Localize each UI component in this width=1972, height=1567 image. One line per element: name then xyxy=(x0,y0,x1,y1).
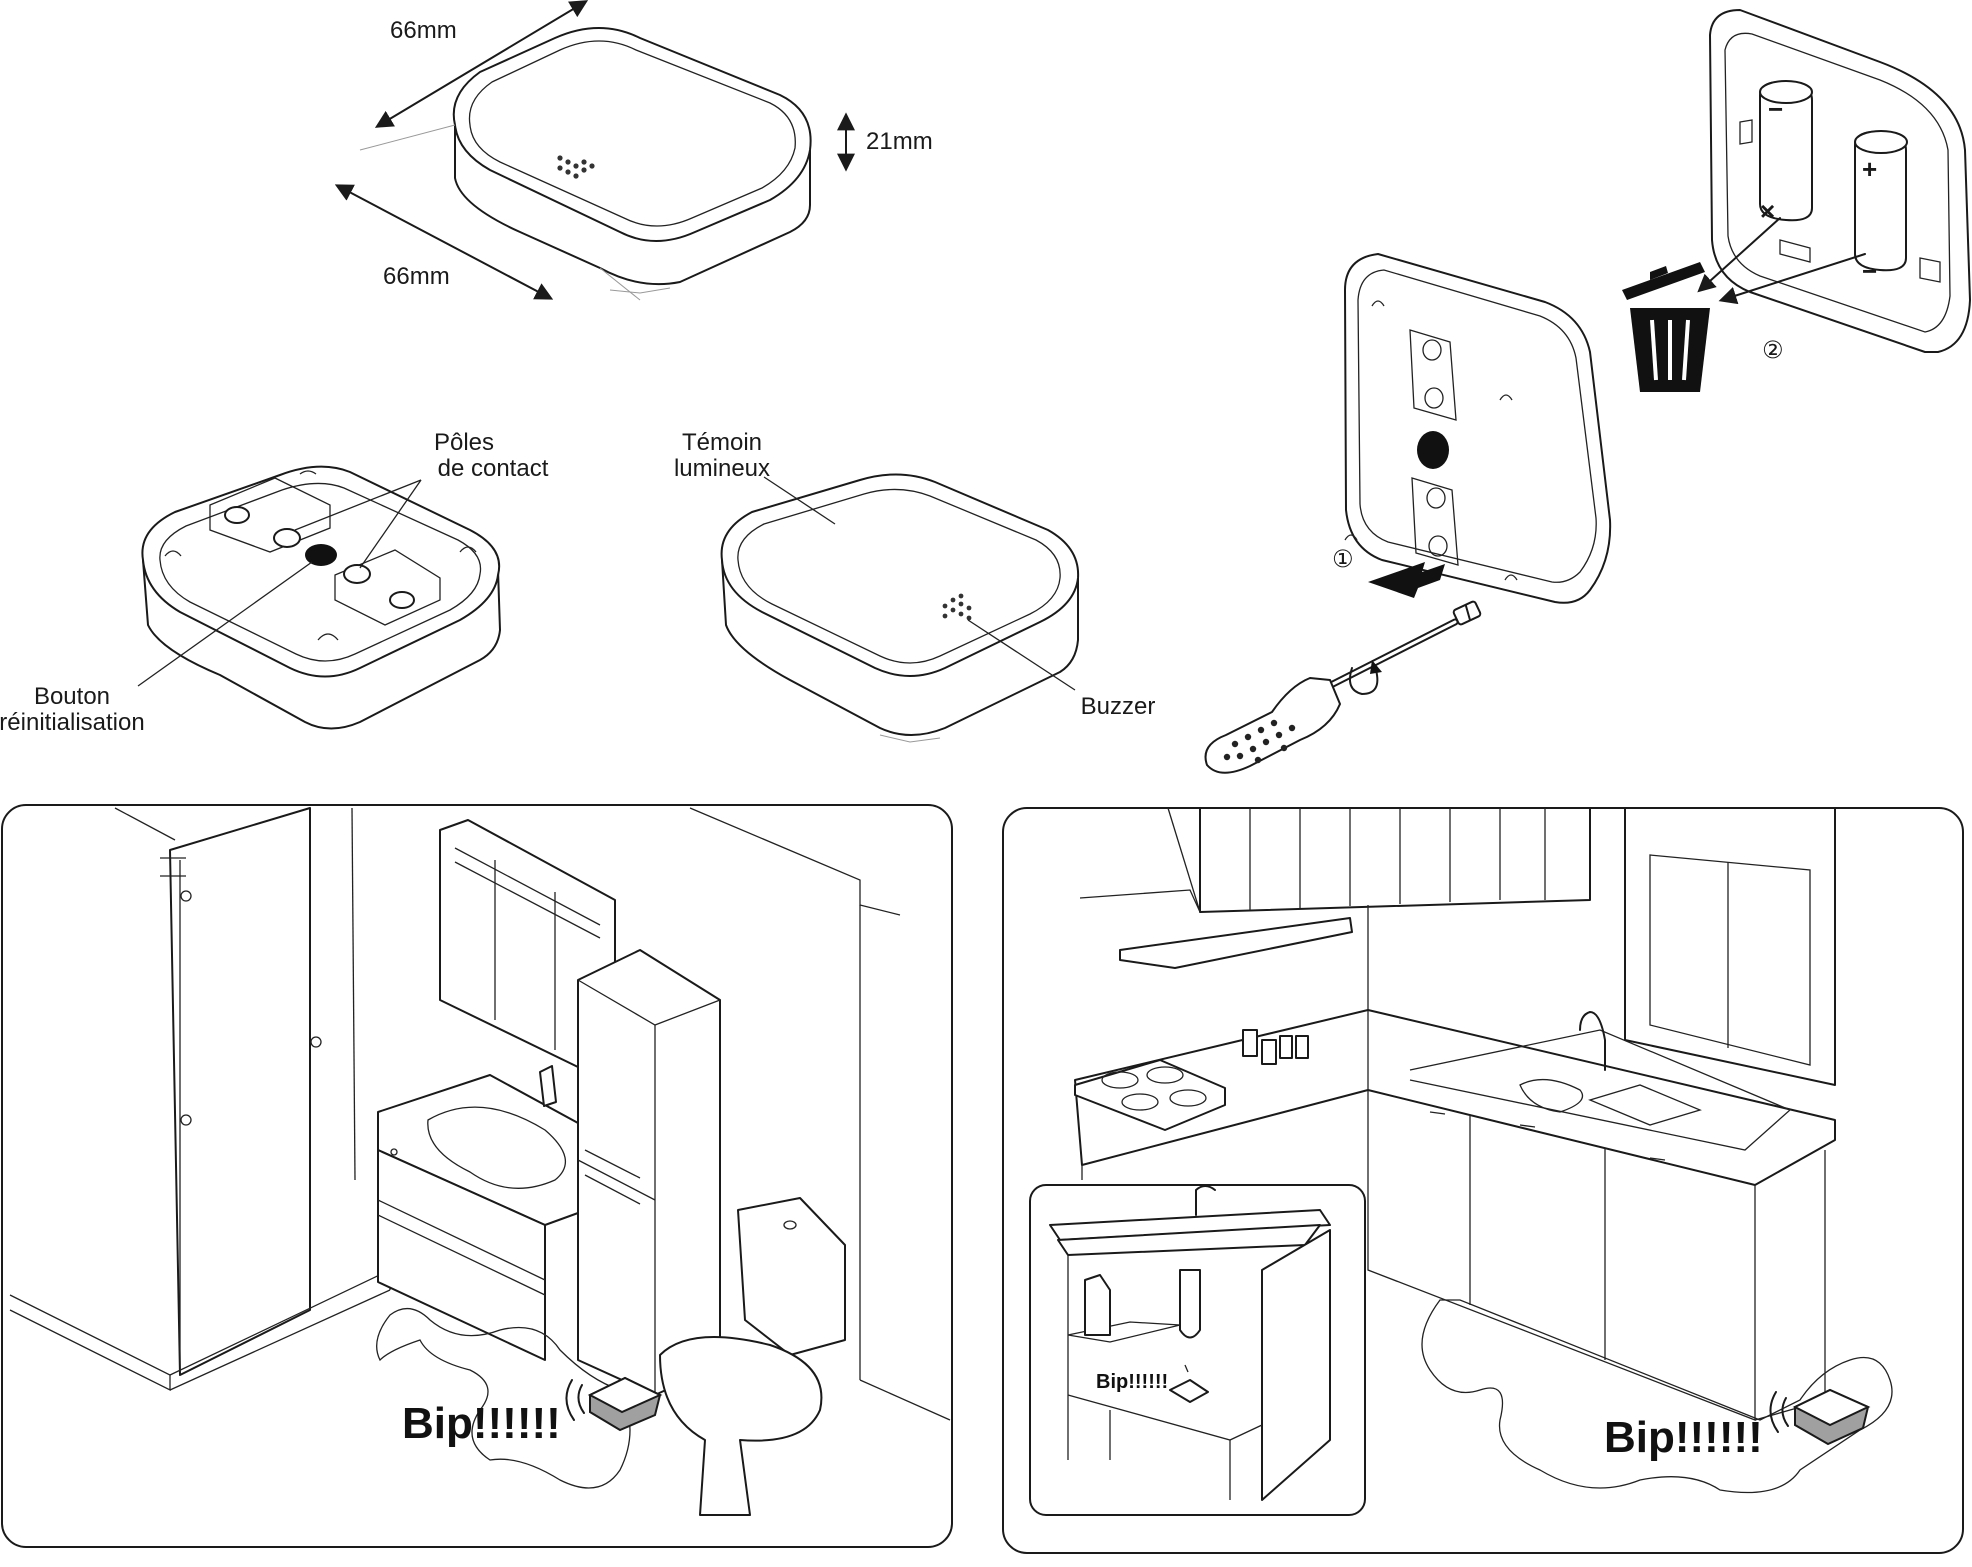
leader-buzzer xyxy=(967,619,1076,691)
contact-pole-1 xyxy=(273,528,301,548)
inset-alert: Bip!!!!!! xyxy=(1096,1371,1168,1393)
step-1-badge: ① xyxy=(1332,546,1354,573)
label-contact-poles-2: de contact xyxy=(438,455,549,482)
housing-back xyxy=(1344,253,1612,604)
leader-pole-1 xyxy=(294,479,422,531)
dim-height: 21mm xyxy=(866,128,933,155)
sensor-top-view: Témoin lumineux Buzzer xyxy=(674,429,1156,743)
arrow-to-trash-2 xyxy=(1718,253,1866,305)
screw-boss-1 xyxy=(224,506,250,524)
screw-boss-2 xyxy=(389,591,415,609)
tall-cabinet xyxy=(577,949,721,1396)
label-indicator-1: Témoin xyxy=(682,429,762,456)
step-2-badge: ② xyxy=(1762,337,1784,364)
leak-sensor-bathroom xyxy=(565,1376,663,1432)
label-buzzer: Buzzer xyxy=(1081,693,1156,720)
water-puddle xyxy=(376,1308,631,1489)
buzzer-holes-2 xyxy=(942,593,972,621)
kitchen-alert: Bip!!!!!! xyxy=(1604,1413,1763,1462)
toilet xyxy=(737,1197,846,1356)
svg-text:−: − xyxy=(1862,256,1877,286)
battery-icon: − × + − xyxy=(1759,80,1908,286)
under-sink-inset: Bip!!!!!! xyxy=(1029,1184,1366,1516)
trash-icon xyxy=(1622,262,1710,392)
sensor-dimension-view: 66mm 66mm 21mm xyxy=(334,0,933,301)
kitchen-puddle xyxy=(1421,1299,1893,1494)
battery-replacement-view: ① − × + xyxy=(1204,9,1971,774)
leak-sensor-kitchen xyxy=(1769,1388,1871,1446)
svg-text:+: + xyxy=(1862,154,1877,184)
dim-arrow-bottom xyxy=(334,184,554,300)
svg-text:×: × xyxy=(1760,196,1775,226)
screw-icon xyxy=(1452,600,1482,626)
kitchen-scene: Bip!!!!!! Bip!!!!!! xyxy=(1002,807,1964,1554)
arrow-to-trash-1 xyxy=(1697,217,1781,293)
canisters xyxy=(1242,1029,1309,1065)
svg-text:−: − xyxy=(1768,94,1783,124)
contact-pole-2 xyxy=(343,564,371,584)
reset-button xyxy=(305,544,337,566)
label-contact-poles-1: Pôles xyxy=(434,429,494,456)
contact-plate-bottom xyxy=(334,549,441,626)
pull-arrow-icon xyxy=(1368,562,1445,598)
reset-hole xyxy=(1417,431,1449,469)
leader-indicator xyxy=(763,476,836,525)
bathroom-scene: Bip!!!!!! xyxy=(1,804,953,1548)
window xyxy=(1624,807,1836,1086)
housing-open xyxy=(1709,9,1971,353)
label-reset-1: Bouton xyxy=(34,683,110,710)
dim-width-bottom: 66mm xyxy=(383,263,450,290)
label-indicator-2: lumineux xyxy=(674,455,770,482)
leader-pole-2 xyxy=(359,479,422,569)
shower-enclosure xyxy=(169,807,311,1376)
contact-plate-top xyxy=(209,477,331,553)
shelf xyxy=(1119,917,1353,969)
bathroom-alert: Bip!!!!!! xyxy=(402,1399,561,1448)
dim-arrow-top xyxy=(374,0,589,128)
buzzer-holes xyxy=(557,155,595,179)
wall-cabinets xyxy=(1199,807,1591,913)
leader-reset xyxy=(137,561,313,687)
sensor-bottom-view: Pôles de contact Bouton réinitialisation xyxy=(0,429,549,736)
label-reset-2: réinitialisation xyxy=(0,709,145,736)
screwdriver-icon xyxy=(1204,618,1459,774)
dim-width-top: 66mm xyxy=(390,17,457,44)
